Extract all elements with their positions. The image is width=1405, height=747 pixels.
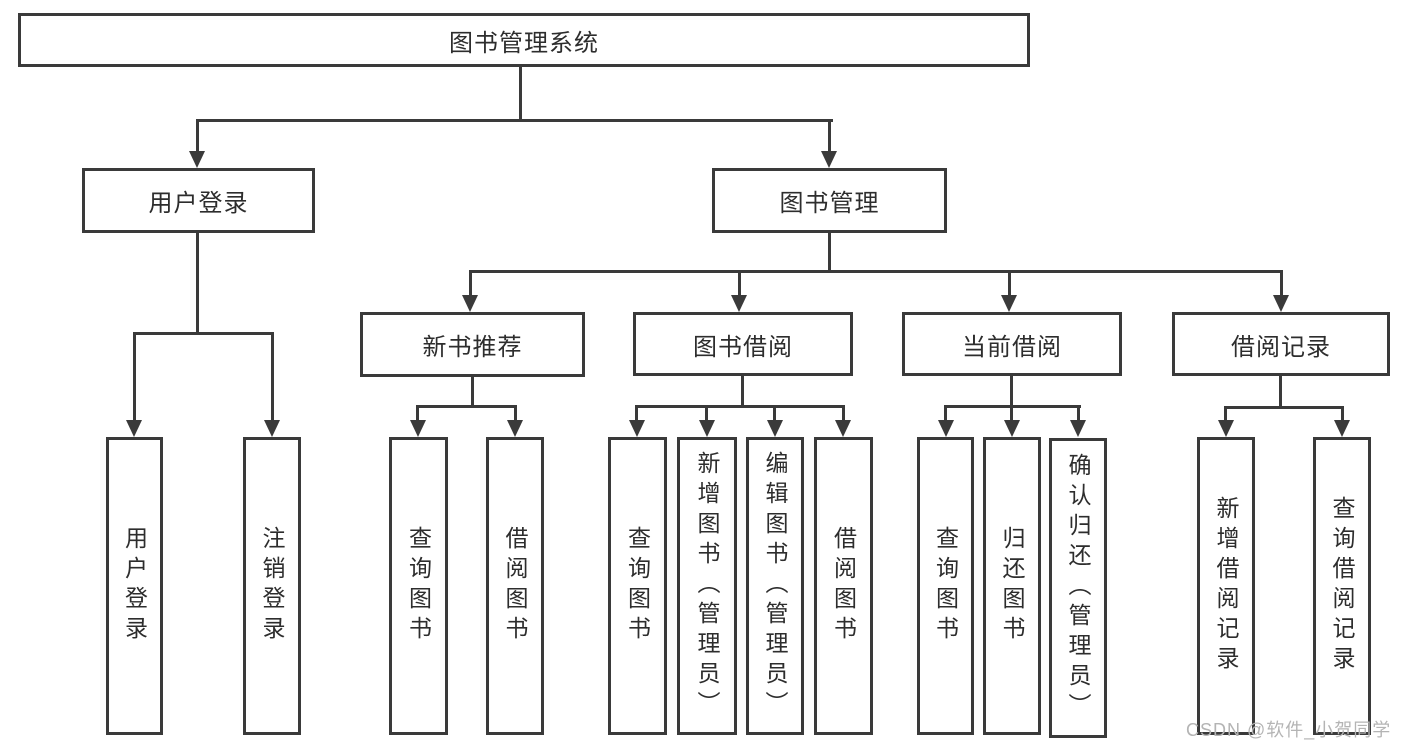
arrow-down-icon <box>507 420 523 437</box>
node-current-borrow: 当前借阅 <box>902 312 1122 376</box>
connector-line <box>705 405 708 422</box>
leaf-nbr-query-books: 查询图书 <box>389 437 448 735</box>
leaf-bb-add-books-admin-label: 新增图书（管理员） <box>694 451 720 721</box>
csdn-watermark: CSDN @软件_小贺同学 <box>1186 720 1392 740</box>
connector-line <box>416 405 517 408</box>
arrow-down-icon <box>126 420 142 437</box>
node-new-book-recommend-label: 新书推荐 <box>422 334 523 361</box>
arrow-down-icon <box>1218 420 1234 437</box>
connector-line <box>773 405 776 422</box>
leaf-cb-return-books: 归还图书 <box>983 437 1041 735</box>
leaf-nbr-query-books-label: 查询图书 <box>405 526 432 646</box>
leaf-cb-query-books: 查询图书 <box>917 437 974 735</box>
connector-line <box>1280 270 1283 296</box>
leaf-bb-borrow-books: 借阅图书 <box>814 437 873 735</box>
leaf-bb-query-books-label: 查询图书 <box>624 526 651 646</box>
leaf-nbr-borrow-books-label: 借阅图书 <box>502 526 528 646</box>
connector-line <box>469 270 1283 273</box>
leaf-nbr-borrow-books: 借阅图书 <box>486 437 544 735</box>
connector-line <box>635 405 845 408</box>
arrow-down-icon <box>835 420 851 437</box>
node-book-borrow-label: 图书借阅 <box>693 333 793 361</box>
arrow-down-icon <box>189 151 205 168</box>
connector-line <box>1279 376 1282 409</box>
connector-line <box>828 233 831 273</box>
node-borrow-records: 借阅记录 <box>1172 312 1390 376</box>
node-book-management: 图书管理 <box>712 168 947 233</box>
connector-line <box>416 405 419 422</box>
node-book-borrow: 图书借阅 <box>633 312 853 376</box>
node-root: 图书管理系统 <box>18 13 1030 67</box>
connector-line <box>842 405 845 422</box>
arrow-down-icon <box>410 420 426 437</box>
connector-line <box>1010 376 1013 408</box>
connector-line <box>1341 406 1344 422</box>
leaf-user-login: 用户登录 <box>106 437 163 735</box>
connector-line <box>635 405 638 422</box>
leaf-logout: 注销登录 <box>243 437 301 735</box>
connector-line <box>828 119 831 152</box>
connector-line <box>471 377 474 408</box>
node-book-management-label: 图书管理 <box>779 190 880 217</box>
leaf-bb-add-books-admin: 新增图书（管理员） <box>677 437 737 735</box>
connector-line <box>741 376 744 408</box>
node-borrow-records-label: 借阅记录 <box>1231 333 1331 361</box>
arrow-down-icon <box>731 295 747 312</box>
leaf-br-add-record: 新增借阅记录 <box>1197 437 1255 735</box>
connector-line <box>1224 406 1344 409</box>
leaf-bb-borrow-books-label: 借阅图书 <box>830 526 857 646</box>
arrow-down-icon <box>1001 295 1017 312</box>
arrow-down-icon <box>821 151 837 168</box>
leaf-bb-edit-books-admin-label: 编辑图书（管理员） <box>762 451 788 721</box>
connector-line <box>271 332 274 421</box>
connector-line <box>1077 405 1080 422</box>
leaf-bb-edit-books-admin: 编辑图书（管理员） <box>746 437 804 735</box>
leaf-cb-query-books-label: 查询图书 <box>932 526 959 646</box>
connector-line <box>944 405 947 422</box>
leaf-cb-return-books-label: 归还图书 <box>999 526 1025 646</box>
connector-line <box>738 270 741 296</box>
connector-line <box>196 119 833 122</box>
leaf-br-query-record: 查询借阅记录 <box>1313 437 1371 735</box>
arrow-down-icon <box>629 420 645 437</box>
node-user-login: 用户登录 <box>82 168 315 233</box>
arrow-down-icon <box>462 295 478 312</box>
leaf-br-add-record-label: 新增借阅记录 <box>1213 496 1239 676</box>
node-current-borrow-label: 当前借阅 <box>962 333 1062 361</box>
leaf-cb-confirm-return-admin: 确认归还（管理员） <box>1049 438 1107 738</box>
node-root-label: 图书管理系统 <box>449 29 599 57</box>
connector-line <box>196 233 199 335</box>
arrow-down-icon <box>767 420 783 437</box>
connector-line <box>514 405 517 422</box>
connector-line <box>1008 270 1011 296</box>
connector-line <box>469 270 472 296</box>
connector-line <box>133 332 274 335</box>
leaf-cb-confirm-return-admin-label: 确认归还（管理员） <box>1065 453 1091 723</box>
arrow-down-icon <box>1070 420 1086 437</box>
arrow-down-icon <box>1004 420 1020 437</box>
arrow-down-icon <box>699 420 715 437</box>
node-new-book-recommend: 新书推荐 <box>360 312 585 377</box>
leaf-bb-query-books: 查询图书 <box>608 437 667 735</box>
arrow-down-icon <box>1334 420 1350 437</box>
arrow-down-icon <box>938 420 954 437</box>
arrow-down-icon <box>264 420 280 437</box>
node-user-login-label: 用户登录 <box>148 190 249 217</box>
connector-line <box>133 332 136 421</box>
connector-line <box>196 119 199 152</box>
arrow-down-icon <box>1273 295 1289 312</box>
leaf-logout-label: 注销登录 <box>259 526 285 646</box>
connector-line <box>519 67 522 121</box>
connector-line <box>1010 405 1013 422</box>
leaf-br-query-record-label: 查询借阅记录 <box>1329 496 1355 676</box>
connector-line <box>1224 406 1227 422</box>
leaf-user-login-label: 用户登录 <box>121 526 148 646</box>
